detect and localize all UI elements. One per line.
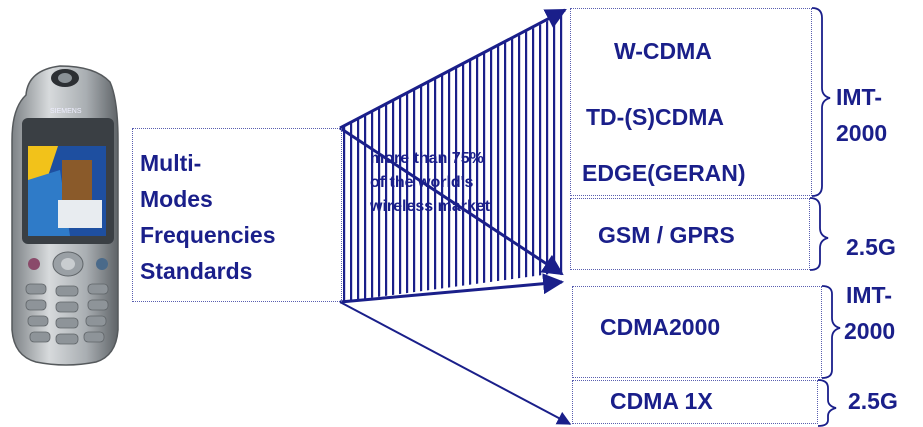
standard-cdma1x: CDMA 1X <box>610 388 713 414</box>
standard-tdscdma: TD-(S)CDMA <box>586 104 724 130</box>
phone-brand-label: SIEMENS <box>50 108 82 115</box>
group-25g-top: 2.5G <box>846 234 896 260</box>
arrow-to-cdma1x <box>339 301 572 425</box>
gsm-box <box>570 198 810 270</box>
group-25g-bottom: 2.5G <box>848 388 898 414</box>
brace-25g-top <box>809 197 829 271</box>
market-note-line1: more than 75% <box>370 150 484 167</box>
market-share-hatched-region <box>340 12 565 302</box>
market-note-line3: wireless market <box>370 198 491 215</box>
feature-standards: Standards <box>140 258 253 284</box>
mobile-phone-icon <box>11 65 119 366</box>
cdma2000-box <box>572 286 822 378</box>
group-imt2000-bottom-line1: IMT- <box>846 282 892 308</box>
cdma1x-box <box>572 380 818 424</box>
feature-frequencies: Frequencies <box>140 222 276 248</box>
arrow-to-gsm <box>339 126 564 276</box>
feature-modes: Modes <box>140 186 213 212</box>
group-imt2000-bottom-line2: 2000 <box>844 318 896 344</box>
feature-multi: Multi- <box>140 150 202 176</box>
standard-edge: EDGE(GERAN) <box>582 160 746 186</box>
arrow-to-cdma2000 <box>339 273 565 304</box>
group-imt2000-top-line2: 2000 <box>836 120 888 146</box>
arrow-to-wcdma <box>339 8 567 130</box>
brace-imt-bottom <box>821 285 841 379</box>
market-note-line2: of the world's <box>370 174 474 191</box>
imt2000-box-top <box>570 8 812 196</box>
features-box <box>132 128 342 302</box>
brace-imt-top <box>811 7 831 197</box>
standard-gsm-gprs: GSM / GPRS <box>598 222 735 248</box>
standard-wcdma: W-CDMA <box>614 38 712 64</box>
standard-cdma2000: CDMA2000 <box>600 314 721 340</box>
brace-25g-bottom <box>817 379 837 427</box>
group-imt2000-top-line1: IMT- <box>836 84 882 110</box>
